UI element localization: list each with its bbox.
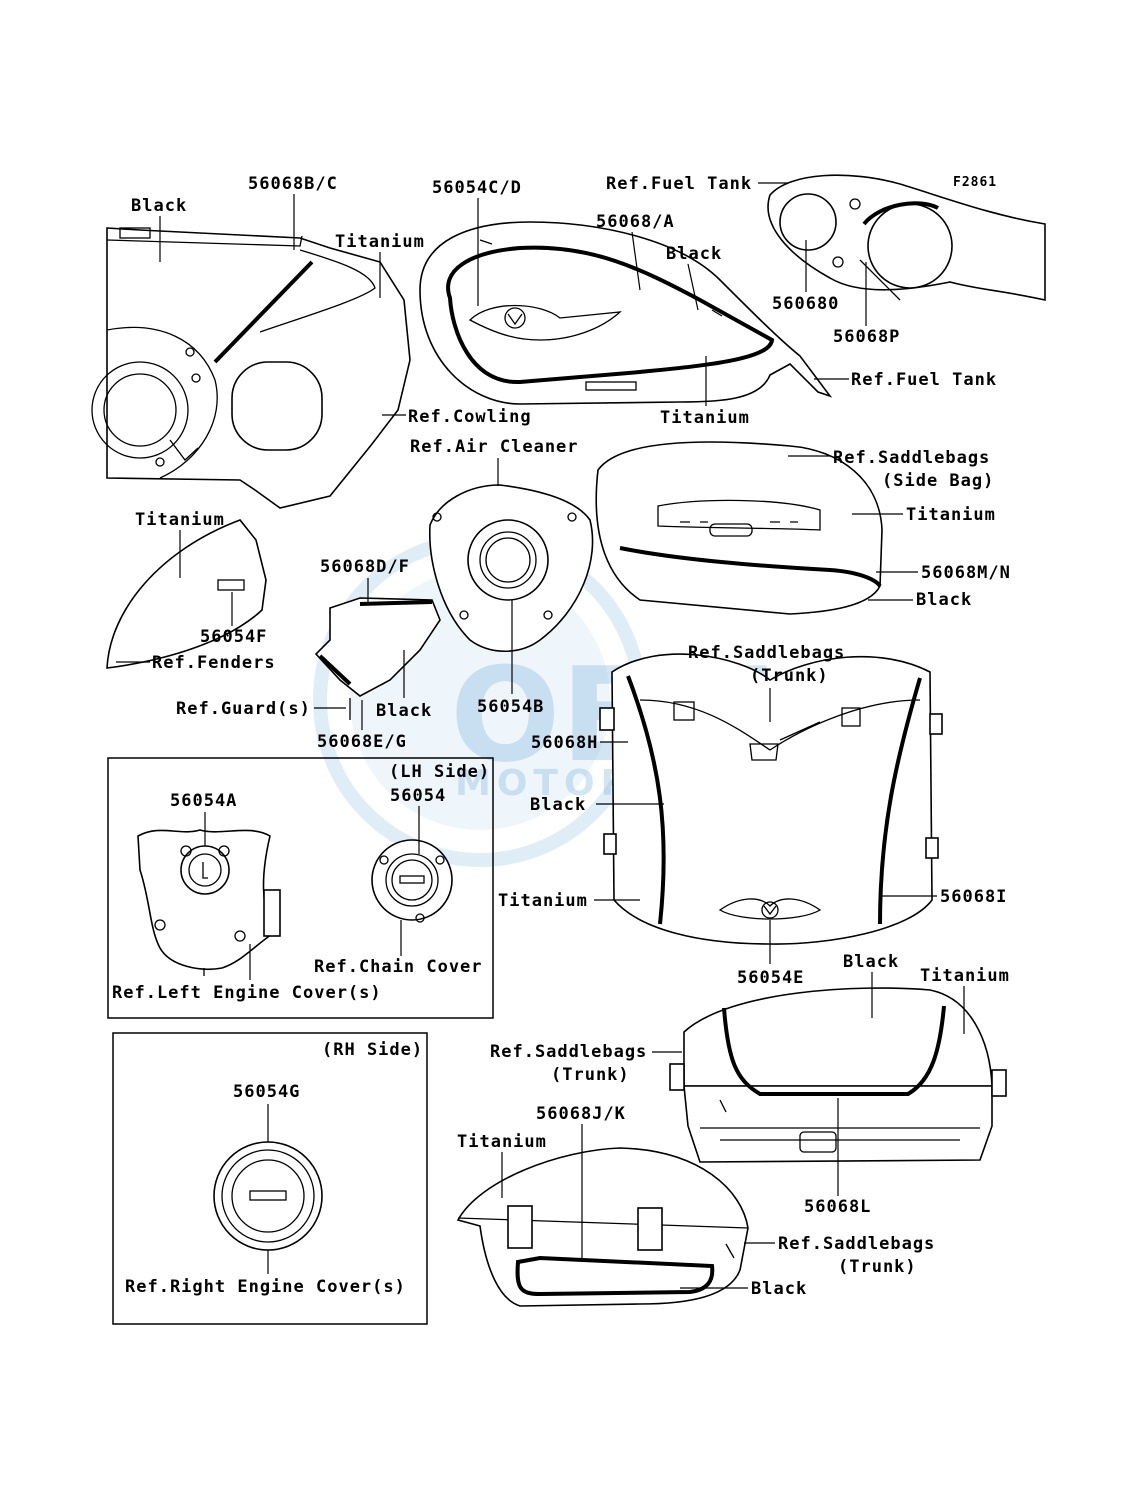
label-56054f: 56054F — [200, 627, 267, 647]
label-titanium-trunk-top: Titanium — [498, 891, 588, 911]
label-56068l: 56068L — [804, 1197, 871, 1217]
label-ref-trunk-side-1: Ref.Saddlebags — [778, 1234, 935, 1254]
label-black-tank: Black — [666, 244, 722, 264]
rh-side-box — [112, 1032, 428, 1325]
lh-side-box — [107, 757, 494, 1019]
label-56068bc: 56068B/C — [248, 174, 338, 194]
label-black-cowl: Black — [131, 196, 187, 216]
label-56054b: 56054B — [477, 697, 544, 717]
label-titanium-cowl: Titanium — [335, 232, 425, 252]
fender-part — [106, 519, 267, 669]
label-ref-guard: Ref.Guard(s) — [176, 699, 311, 719]
label-56068i: 56068I — [940, 887, 1007, 907]
label-56068a: 56068/A — [596, 212, 675, 232]
label-ref-saddlebags-side-1: Ref.Saddlebags — [833, 448, 990, 468]
label-black-trunk-rear: Black — [843, 952, 899, 972]
trunk-top-part — [599, 653, 943, 945]
fuel-tank-part — [419, 221, 833, 405]
guard-part — [314, 597, 441, 720]
label-56068df: 56068D/F — [320, 557, 410, 577]
label-56068eg: 56068E/G — [317, 732, 407, 752]
label-black-guard: Black — [376, 701, 432, 721]
fuel-tank-top-part — [767, 174, 1046, 301]
label-ref-chain-cover: Ref.Chain Cover — [314, 957, 483, 977]
label-ref-fenders: Ref.Fenders — [152, 653, 276, 673]
label-56054: 56054 — [390, 786, 446, 806]
label-56068mn: 56068M/N — [921, 563, 1011, 583]
label-black-trunk-top: Black — [530, 795, 586, 815]
leader-black-tank — [687, 263, 699, 311]
label-ref-air-cleaner: Ref.Air Cleaner — [410, 437, 579, 457]
air-cleaner-part — [428, 484, 594, 652]
label-ref-right-engine: Ref.Right Engine Cover(s) — [125, 1277, 406, 1297]
label-titanium-tank: Titanium — [660, 408, 750, 428]
label-56068h: 56068H — [531, 733, 598, 753]
label-56054g: 56054G — [233, 1082, 300, 1102]
left-engine-cover-part — [137, 829, 281, 976]
figure-code: F2861 — [953, 175, 997, 190]
label-black-trunk-side: Black — [751, 1279, 807, 1299]
label-ref-trunk-rear-1: Ref.Saddlebags — [490, 1042, 647, 1062]
label-56068p: 56068P — [833, 327, 900, 347]
label-56054a: 56054A — [170, 791, 237, 811]
trunk-side-part — [456, 1147, 749, 1307]
label-lh-side: (LH Side) — [389, 762, 490, 782]
label-ref-cowling: Ref.Cowling — [408, 407, 532, 427]
label-titanium-trunk-rear: Titanium — [920, 966, 1010, 986]
label-titanium-trunk-side: Titanium — [457, 1132, 547, 1152]
label-56068jk: 56068J/K — [536, 1104, 626, 1124]
saddlebag-side-part — [595, 441, 883, 615]
label-ref-fuel-tank-1: Ref.Fuel Tank — [606, 174, 752, 194]
label-ref-trunk-top-1: Ref.Saddlebags — [688, 643, 845, 663]
label-ref-trunk-side-2: (Trunk) — [838, 1257, 917, 1277]
label-ref-trunk-rear-2: (Trunk) — [551, 1065, 630, 1085]
chain-cover-part — [371, 839, 453, 923]
label-rh-side: (RH Side) — [322, 1040, 423, 1060]
label-ref-fuel-tank-2: Ref.Fuel Tank — [851, 370, 997, 390]
label-56054e: 56054E — [737, 968, 804, 988]
cowling-part — [91, 227, 411, 509]
label-56054cd: 56054C/D — [432, 178, 522, 198]
label-ref-left-engine: Ref.Left Engine Cover(s) — [112, 983, 382, 1003]
label-black-side: Black — [916, 590, 972, 610]
label-ref-saddlebags-side-2: (Side Bag) — [882, 471, 994, 491]
label-ref-trunk-top-2: (Trunk) — [750, 666, 829, 686]
label-titanium-fender: Titanium — [135, 510, 225, 530]
label-560680: 560680 — [772, 294, 839, 314]
leader-56068a — [631, 231, 641, 291]
right-engine-cover-part — [213, 1141, 323, 1251]
label-titanium-side: Titanium — [906, 505, 996, 525]
